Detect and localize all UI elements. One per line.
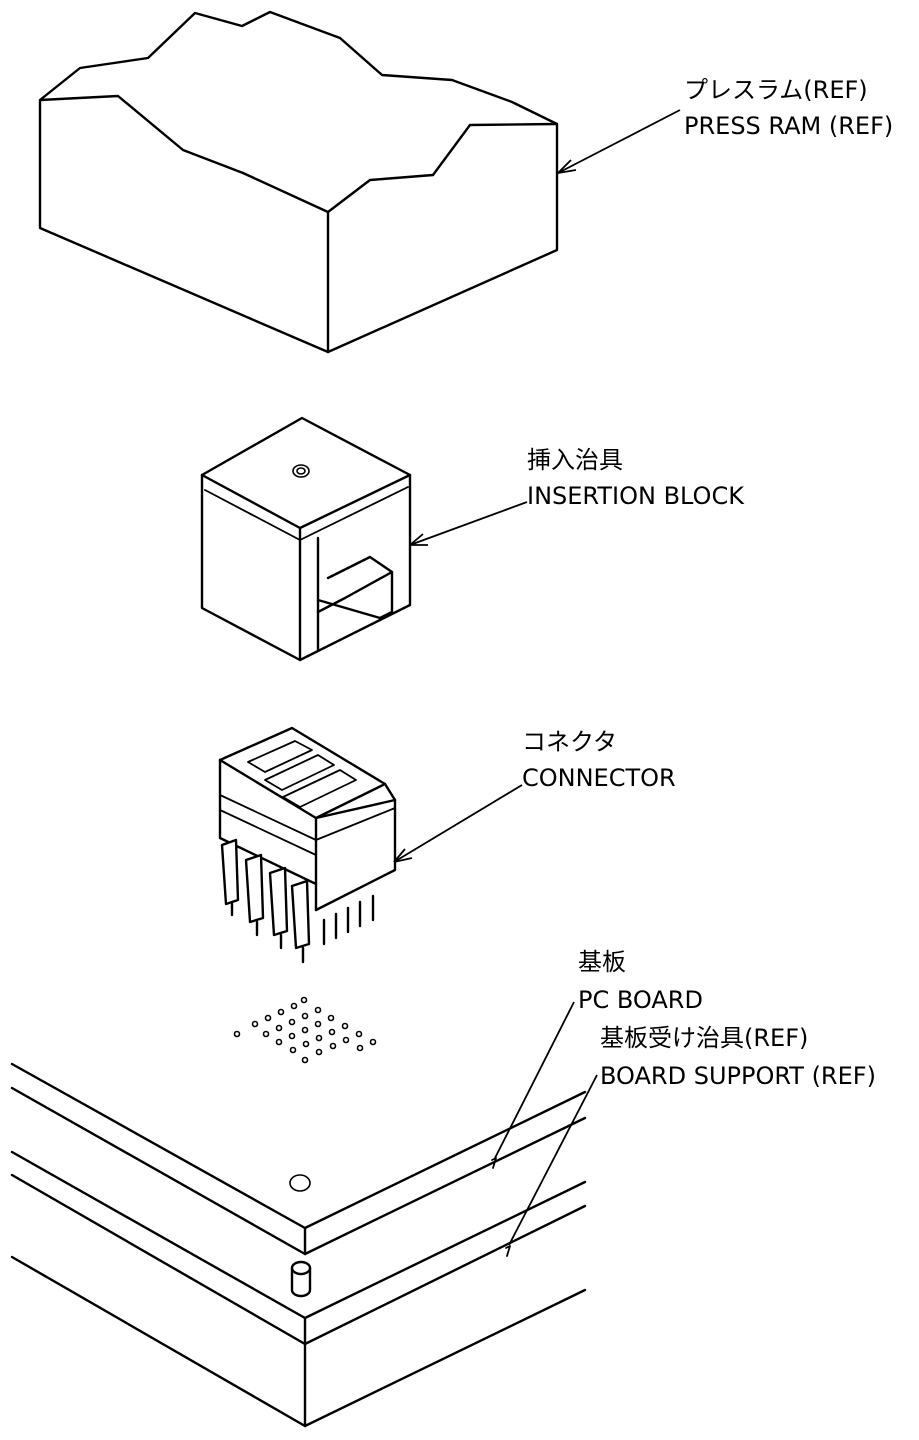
press-ram-label-en: PRESS RAM (REF) — [684, 112, 893, 140]
pc-board-leader — [494, 1001, 575, 1159]
insertion-block-label-jp: 挿入治具 — [527, 446, 623, 474]
pc-board-label-en: PC BOARD — [578, 986, 703, 1014]
connector-label-jp: コネクタ — [522, 728, 617, 756]
press-ram-leader — [557, 109, 681, 174]
press-ram-label-jp: プレスラム(REF) — [684, 76, 868, 104]
insertion-block-leader — [409, 501, 528, 546]
insertion-block-label-en: INSERTION BLOCK — [527, 482, 745, 510]
connector-leader — [393, 784, 523, 863]
board-support-label-jp: 基板受け治具(REF) — [600, 1024, 808, 1052]
connector — [218, 726, 397, 964]
insertion-block — [200, 416, 412, 662]
board-support-label-en: BOARD SUPPORT (REF) — [600, 1062, 876, 1090]
pc-board-label-jp: 基板 — [578, 948, 626, 976]
connector-label-en: CONNECTOR — [522, 764, 676, 792]
pc-board — [10, 1062, 587, 1256]
board-support-leader — [508, 1074, 598, 1246]
press-ram — [38, 10, 559, 354]
pc-board-hole-pattern — [233, 996, 377, 1064]
board-support — [10, 1150, 587, 1428]
